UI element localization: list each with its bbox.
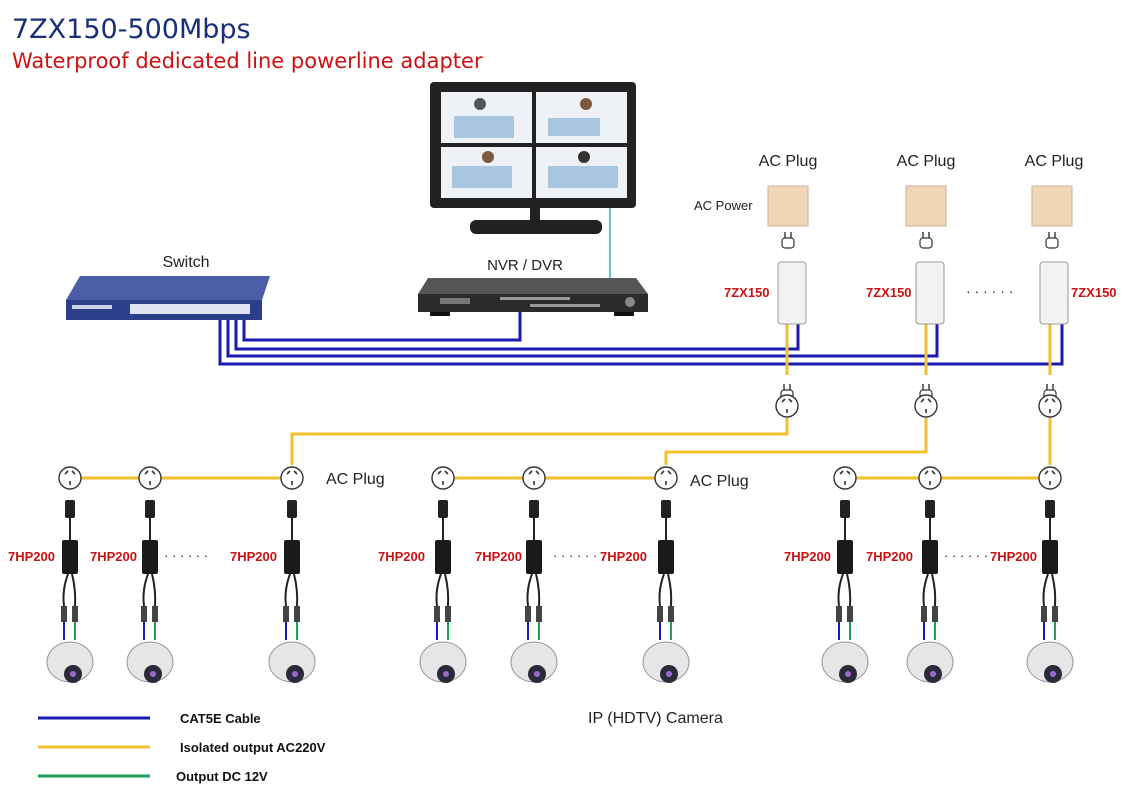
socket-icon bbox=[138, 466, 162, 490]
adapter-7hp200 bbox=[62, 540, 78, 574]
socket-icon bbox=[522, 466, 546, 490]
adapter-7zx150 bbox=[777, 261, 807, 325]
cat5e-cables bbox=[218, 312, 1064, 366]
nvr-device bbox=[418, 278, 648, 316]
socket-icon bbox=[58, 466, 82, 490]
adapter-label: 7HP200 bbox=[475, 549, 522, 564]
ac-plug-label: AC Plug bbox=[897, 153, 956, 170]
ac-power-label: AC Power bbox=[694, 198, 753, 213]
ac-station-2: AC Plug 7ZX150 bbox=[866, 153, 956, 418]
ellipsis-dots: · · · · · · bbox=[944, 548, 988, 563]
camera-caption: IP (HDTV) Camera bbox=[588, 710, 723, 727]
plug-connector bbox=[145, 500, 155, 518]
wall-socket bbox=[767, 185, 809, 227]
plug-icon bbox=[1045, 231, 1059, 249]
adapter-label: 7ZX150 bbox=[724, 285, 770, 300]
socket-icon bbox=[918, 466, 942, 490]
adapter-7hp200 bbox=[837, 540, 853, 574]
plug-connector bbox=[840, 500, 850, 518]
camera-unit: 7HP200 bbox=[475, 466, 558, 683]
adapter-label: 7ZX150 bbox=[866, 285, 912, 300]
adapter-label: 7HP200 bbox=[990, 549, 1037, 564]
ellipsis-dots: · · · · · · bbox=[553, 548, 597, 563]
plug-connector bbox=[925, 500, 935, 518]
ac-station-1: AC Plug AC Power 7ZX150 bbox=[694, 153, 818, 418]
socket-icon bbox=[1038, 394, 1062, 418]
plug-connector bbox=[287, 500, 297, 518]
camera-unit: 7HP200 bbox=[8, 466, 94, 683]
camera-unit: 7HP200 bbox=[378, 466, 467, 683]
plug-connector bbox=[661, 500, 671, 518]
adapter-7zx150 bbox=[915, 261, 945, 325]
nvr-label: NVR / DVR bbox=[487, 257, 563, 274]
legend-label: CAT5E Cable bbox=[180, 711, 261, 726]
adapter-label: 7HP200 bbox=[866, 549, 913, 564]
camera-unit: 7HP200 bbox=[90, 466, 174, 683]
socket-icon bbox=[914, 394, 938, 418]
adapter-7hp200 bbox=[526, 540, 542, 574]
ac-plug-label: AC Plug bbox=[759, 153, 818, 170]
plug-icon bbox=[919, 231, 933, 249]
switch-label: Switch bbox=[162, 254, 209, 271]
socket-icon bbox=[654, 466, 678, 490]
ac-plug-label: AC Plug bbox=[1025, 153, 1084, 170]
legend: CAT5E Cable Isolated output AC220V Outpu… bbox=[38, 711, 326, 784]
socket-icon bbox=[431, 466, 455, 490]
monitor bbox=[430, 82, 636, 234]
diagram-subtitle: Waterproof dedicated line powerline adap… bbox=[12, 49, 483, 73]
ac-station-3: AC Plug 7ZX150 bbox=[1025, 153, 1117, 418]
ac-plug-label: AC Plug bbox=[690, 473, 749, 490]
switch-device bbox=[66, 276, 270, 320]
camera-unit: 7HP200 bbox=[600, 466, 690, 683]
socket-icon bbox=[833, 466, 857, 490]
adapter-label: 7ZX150 bbox=[1071, 285, 1117, 300]
adapter-7hp200 bbox=[435, 540, 451, 574]
camera-units: 7HP200 7HP200 7HP200 7HP200 7HP200 7HP200 7HP2… bbox=[8, 466, 1074, 683]
plug-connector bbox=[529, 500, 539, 518]
legend-label: Isolated output AC220V bbox=[180, 740, 326, 755]
plug-connector bbox=[1045, 500, 1055, 518]
adapter-7hp200 bbox=[284, 540, 300, 574]
camera-unit: 7HP200 bbox=[784, 466, 869, 683]
camera-unit: 7HP200 bbox=[866, 466, 954, 683]
camera-unit: 7HP200 bbox=[230, 466, 316, 683]
adapter-7zx150 bbox=[1039, 261, 1069, 325]
plug-connector bbox=[438, 500, 448, 518]
plug-connector bbox=[65, 500, 75, 518]
ac-plug-label: AC Plug bbox=[326, 471, 385, 488]
ac-cables bbox=[70, 322, 1052, 480]
wall-socket bbox=[905, 185, 947, 227]
diagram-title: 7ZX150-500Mbps bbox=[12, 14, 251, 45]
camera-unit: 7HP200 bbox=[990, 466, 1074, 683]
socket-icon bbox=[775, 394, 799, 418]
adapter-label: 7HP200 bbox=[600, 549, 647, 564]
wall-socket bbox=[1031, 185, 1073, 227]
ellipsis-dots: · · · · · · bbox=[164, 548, 208, 563]
adapter-label: 7HP200 bbox=[230, 549, 277, 564]
socket-icon bbox=[1038, 466, 1062, 490]
plug-icon bbox=[781, 231, 795, 249]
adapter-label: 7HP200 bbox=[90, 549, 137, 564]
adapter-7hp200 bbox=[1042, 540, 1058, 574]
adapter-label: 7HP200 bbox=[8, 549, 55, 564]
ellipsis-dots: · · · · · · bbox=[966, 283, 1013, 299]
adapter-label: 7HP200 bbox=[378, 549, 425, 564]
adapter-7hp200 bbox=[658, 540, 674, 574]
adapter-label: 7HP200 bbox=[784, 549, 831, 564]
legend-label: Output DC 12V bbox=[176, 769, 268, 784]
adapter-7hp200 bbox=[922, 540, 938, 574]
socket-icon bbox=[280, 466, 304, 490]
adapter-7hp200 bbox=[142, 540, 158, 574]
